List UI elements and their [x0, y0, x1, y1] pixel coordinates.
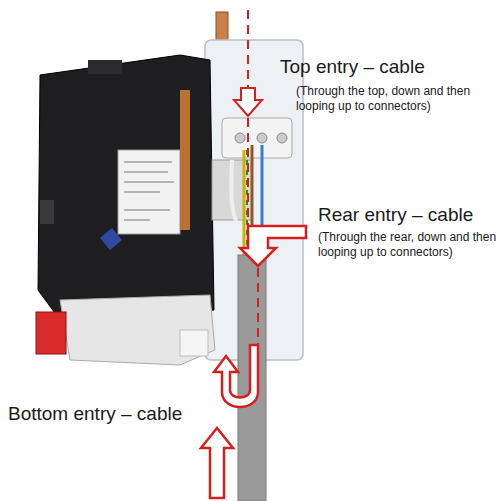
- body-top-boss: [88, 60, 122, 74]
- loop-up-arrow: [214, 345, 258, 407]
- entry-note: (Through the top, down and then looping …: [296, 84, 496, 114]
- entry-heading: Top entry – cable: [280, 56, 495, 78]
- rating-text-lines: [124, 162, 174, 220]
- rating-plate: [118, 150, 180, 234]
- copper-element: [180, 90, 190, 230]
- pressure-relief-device: [36, 312, 66, 354]
- valve-knob: [100, 228, 122, 250]
- internal-wire: [231, 160, 240, 226]
- entry-note: (Through the rear, down and then looping…: [318, 230, 498, 260]
- top-entry-path: [247, 10, 249, 92]
- outlet-fitting: [180, 330, 208, 356]
- earth-wire: [243, 150, 246, 260]
- terminal-screw: [235, 133, 245, 143]
- terminal-screw: [257, 133, 267, 143]
- bottom-entry-arrow: [201, 428, 233, 498]
- side-tab: [40, 200, 54, 224]
- entry-heading: Rear entry – cable: [318, 204, 498, 226]
- entry-heading: Bottom entry – cable: [8, 403, 208, 425]
- rear-entry-arrow: [240, 226, 306, 266]
- unit-body: [38, 55, 214, 320]
- terminal-screw: [277, 133, 287, 143]
- terminal-block: [222, 118, 292, 158]
- lower-manifold: [60, 295, 215, 365]
- top-entry-arrow: [234, 88, 262, 116]
- top-entry-path: [247, 118, 249, 240]
- rear-entry-path: [257, 268, 259, 345]
